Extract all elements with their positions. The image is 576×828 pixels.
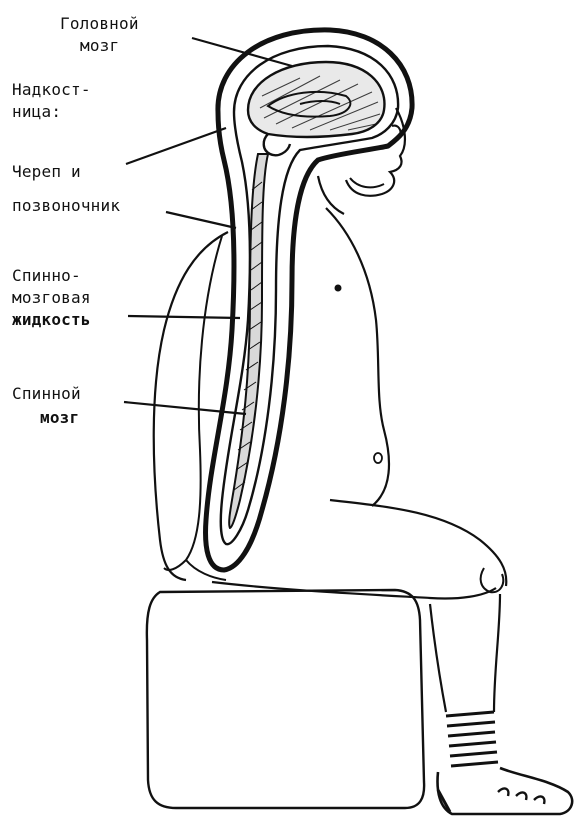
label-cord-line2: мозг xyxy=(40,408,79,427)
chest-belly xyxy=(326,208,389,506)
label-brain-line1: Головной xyxy=(60,14,139,33)
arm xyxy=(164,236,222,570)
label-dura-line1: Надкост- xyxy=(12,80,91,99)
label-skull-line2: позвоночник xyxy=(12,196,120,215)
label-csf-line3: жидкость xyxy=(12,310,91,329)
leader-cord xyxy=(124,402,246,414)
leader-skull-spine xyxy=(166,212,236,228)
leader-csf xyxy=(128,316,240,318)
navel xyxy=(374,453,382,463)
shin-front xyxy=(494,594,500,712)
shin-back xyxy=(430,604,446,712)
label-dura-line2: ница: xyxy=(12,102,61,121)
stool xyxy=(147,590,424,808)
knee xyxy=(481,568,504,592)
neck-front xyxy=(318,176,344,214)
nipple xyxy=(335,285,342,292)
label-csf-line1: Спинно- xyxy=(12,266,81,285)
label-csf-line2: мозговая xyxy=(12,288,91,307)
mouth xyxy=(350,178,384,187)
label-cord-line1: Спинной xyxy=(12,384,81,403)
brain xyxy=(248,62,384,137)
shoe xyxy=(438,768,573,814)
label-brain-line2: мозг xyxy=(80,36,119,55)
label-skull-line1: Череп и xyxy=(12,162,81,181)
leader-dura xyxy=(126,128,226,164)
shoe-laces xyxy=(498,789,544,804)
sock xyxy=(446,712,498,766)
leader-brain xyxy=(192,38,292,66)
thigh-top xyxy=(330,500,506,586)
